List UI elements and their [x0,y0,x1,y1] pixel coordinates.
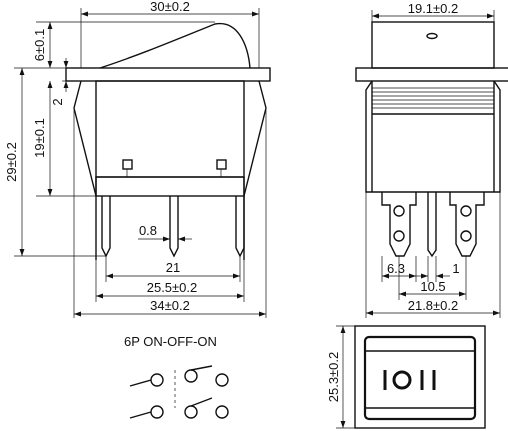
dim-top-view-height: 25.3±0.2 [326,352,341,403]
dim-overall-width: 34±0.2 [150,298,190,313]
left-terminal [101,196,111,258]
front-actuator [371,21,495,69]
dim-bezel: 2 [50,98,65,105]
front-indicator-dot [426,32,438,40]
dim-front-top-width: 19.1±0.2 [408,1,459,16]
off-mark-o [392,370,412,390]
front-center-terminal [427,192,437,258]
top-view: 25.3±0.2 [326,325,486,429]
dim-total-height: 29±0.2 [4,142,19,182]
right-marker-square [216,159,227,170]
switch-schematic: 6P ON-OFF-ON [124,334,229,419]
left-marker-square [122,159,133,170]
dim-body-height: 19±0.1 [32,118,47,158]
dim-terminal-pitch: 10.5 [420,279,445,294]
top-bezel-outer [354,325,486,429]
side-view: 30±0.2 6±0.1 2 19±0.1 29±0.2 0.8 21 [4,0,271,318]
front-bezel [355,67,508,82]
right-terminal [235,196,245,258]
front-right-terminal [449,192,485,257]
top-rocker-face [363,335,477,421]
dim-top-width: 30±0.2 [150,0,190,14]
dim-housing-width: 25.5±0.2 [147,280,198,295]
dim-actuator-height: 6±0.1 [32,29,47,61]
dim-outer-terminal-span: 21 [166,260,180,275]
right-snap-tab [243,80,267,197]
left-snap-tab [73,80,97,197]
front-view: 19.1±0.2 6.3 1 10.5 21.8±0.2 [355,1,508,318]
dim-terminal-gap: 1 [452,261,459,276]
center-terminal [169,196,179,258]
front-left-terminal [381,192,417,257]
front-grip-ribs [372,87,494,109]
dim-terminal-width: 6.3 [387,261,405,276]
side-bezel [65,67,271,82]
dim-terminal-thickness: 0.8 [139,223,157,238]
rocker-actuator [99,22,251,69]
dim-front-housing-width: 21.8±0.2 [408,298,459,313]
schematic-title: 6P ON-OFF-ON [124,334,217,349]
side-housing [95,80,245,178]
